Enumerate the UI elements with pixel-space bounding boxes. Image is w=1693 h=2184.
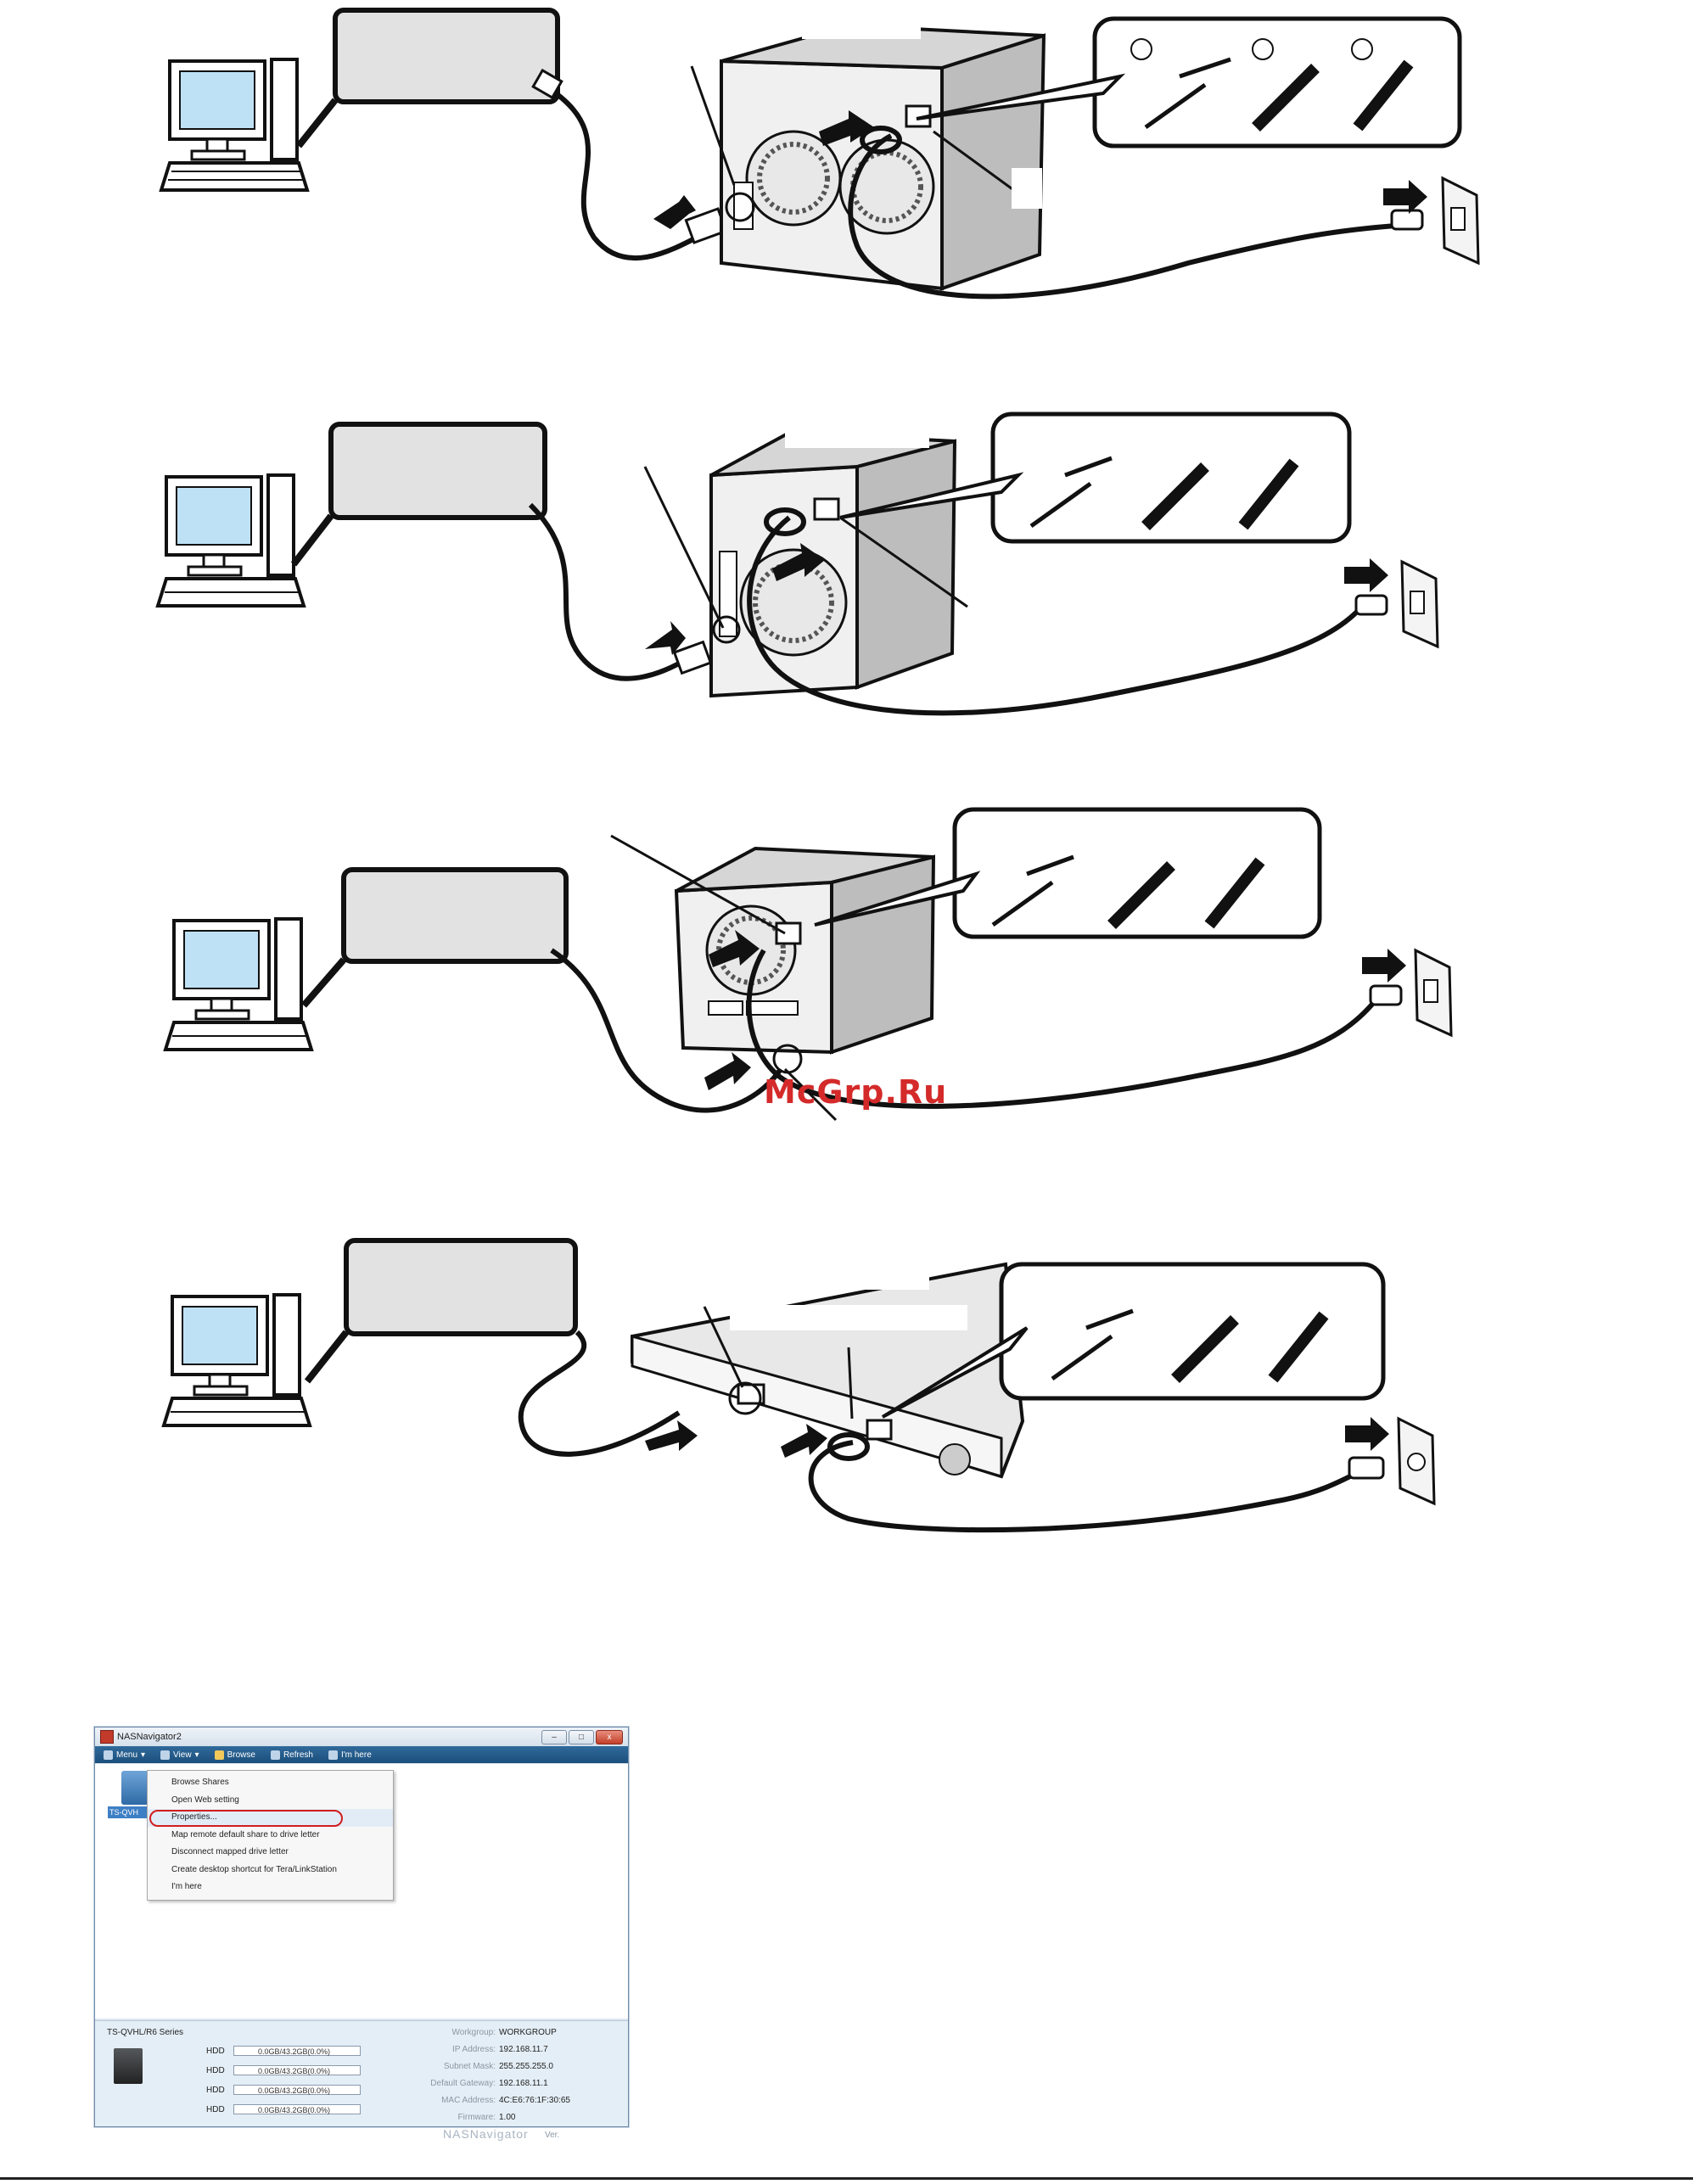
- info-ip-address: IP Address:192.168.11.7: [452, 2045, 548, 2054]
- menu-item-disconnect-drive[interactable]: Disconnect mapped drive letter: [171, 1847, 289, 1856]
- power-cable: [747, 515, 1360, 716]
- connection-diagram-4: [161, 1238, 1436, 1533]
- hdd-usage-bar: 0.0GB/43.2GB(0.0%): [233, 2065, 361, 2075]
- brand-logo-text: NASNavigator: [443, 2127, 529, 2141]
- watermark-text: McGrp.Ru: [764, 1073, 948, 1111]
- toolbar-browse[interactable]: Browse: [214, 1750, 255, 1760]
- arrow-icon: [645, 621, 686, 655]
- hdd-usage-bar: 0.0GB/43.2GB(0.0%): [233, 2085, 361, 2095]
- power-cord-clamp-callout: [814, 807, 1322, 939]
- blank-callout-box: [295, 8, 560, 148]
- blank-callout-box: [304, 1238, 578, 1384]
- wall-outlet-icon: [1383, 176, 1480, 266]
- nas-device-tower: [720, 23, 1046, 291]
- title-bar: NASNavigator2 – □ x: [95, 1728, 628, 1746]
- device-label[interactable]: TS-QVH: [108, 1806, 154, 1818]
- connection-diagram-3: [163, 807, 1453, 1122]
- version-label: Ver.: [545, 2131, 560, 2140]
- arrow-icon: [781, 1424, 827, 1458]
- hdd-usage-bar: 0.0GB/43.2GB(0.0%): [233, 2046, 361, 2056]
- app-logo-icon: [100, 1730, 114, 1744]
- connection-diagram-2: [155, 412, 1439, 716]
- lan-plug: [531, 68, 563, 100]
- power-cable: [746, 949, 1377, 1109]
- hdd-usage-bar: 0.0GB/43.2GB(0.0%): [233, 2104, 361, 2114]
- highlight-ring: [149, 1810, 343, 1827]
- arrow-icon: [819, 110, 874, 146]
- desktop-computer-icon: [163, 917, 314, 1051]
- wall-outlet-icon: [1344, 558, 1439, 649]
- power-cord-clamp-callout: [881, 1262, 1386, 1419]
- blank-callout-box: [300, 867, 569, 1008]
- wall-outlet-icon: [1362, 948, 1453, 1038]
- nas-thumbnail-icon: [114, 2048, 143, 2084]
- lan-cable: [541, 82, 715, 261]
- context-menu: Browse Shares Open Web setting Propertie…: [147, 1770, 394, 1901]
- window-title: NASNavigator2: [117, 1732, 182, 1742]
- menu-icon: [104, 1750, 113, 1760]
- info-default-gateway: Default Gateway:192.168.11.1: [430, 2079, 548, 2088]
- info-workgroup: Workgroup:WORKGROUP: [451, 2028, 557, 2037]
- nas-device-tower: [674, 846, 936, 1055]
- connection-diagram-1: [159, 8, 1480, 300]
- toolbar-im-here[interactable]: I'm here: [328, 1750, 372, 1760]
- device-list-pane: TS-QVH Browse Shares Open Web setting Pr…: [95, 1764, 628, 2019]
- menu-item-create-shortcut[interactable]: Create desktop shortcut for Tera/LinkSta…: [171, 1864, 337, 1874]
- nasnavigator-window: NASNavigator2 – □ x Menu ▾ View ▾ Browse…: [94, 1727, 629, 2141]
- menu-item-im-here[interactable]: I'm here: [171, 1882, 202, 1891]
- menu-item-open-web-setting[interactable]: Open Web setting: [171, 1795, 239, 1805]
- nas-device-tower: [709, 430, 957, 698]
- power-cord-clamp-callout: [916, 16, 1462, 148]
- blank-callout-box: [290, 422, 547, 567]
- lan-cable: [518, 1330, 681, 1457]
- info-firmware: Firmware:1.00: [457, 2113, 516, 2122]
- desktop-computer-icon: [159, 58, 310, 192]
- arrow-icon: [709, 930, 760, 967]
- series-name: TS-QVHL/R6 Series: [107, 2028, 184, 2037]
- refresh-icon: [270, 1750, 280, 1760]
- info-mac-address: MAC Address:4C:E6:76:1F:30:65: [441, 2096, 570, 2105]
- arrow-icon: [772, 543, 825, 581]
- toolbar-refresh[interactable]: Refresh: [270, 1750, 313, 1760]
- menu-item-properties[interactable]: Properties...: [148, 1809, 393, 1827]
- footer-divider: [0, 2177, 1693, 2180]
- power-cable: [848, 133, 1410, 300]
- wall-outlet-icon: [1345, 1416, 1436, 1506]
- folder-icon: [214, 1750, 224, 1760]
- arrow-icon: [704, 1052, 751, 1090]
- menu-item-map-drive[interactable]: Map remote default share to drive letter: [171, 1829, 320, 1840]
- info-subnet-mask: Subnet Mask:255.255.255.0: [443, 2062, 553, 2071]
- toolbar: Menu ▾ View ▾ Browse Refresh I'm here: [95, 1746, 628, 1763]
- toolbar-menu[interactable]: Menu ▾: [104, 1750, 145, 1760]
- arrow-icon: [645, 1420, 698, 1451]
- arrow-icon: [653, 195, 696, 229]
- lan-cable: [528, 502, 698, 681]
- power-cord-clamp-callout: [839, 412, 1352, 544]
- minimize-button[interactable]: –: [541, 1730, 567, 1744]
- sound-icon: [328, 1750, 338, 1760]
- view-icon: [160, 1750, 171, 1760]
- close-button[interactable]: x: [596, 1730, 623, 1744]
- power-cable: [808, 1440, 1376, 1533]
- maximize-button[interactable]: □: [569, 1730, 594, 1744]
- lan-cable: [550, 948, 783, 1113]
- menu-item-browse-shares[interactable]: Browse Shares: [171, 1778, 229, 1787]
- desktop-computer-icon: [155, 473, 306, 608]
- desktop-computer-icon: [161, 1293, 312, 1427]
- toolbar-view[interactable]: View ▾: [160, 1750, 199, 1760]
